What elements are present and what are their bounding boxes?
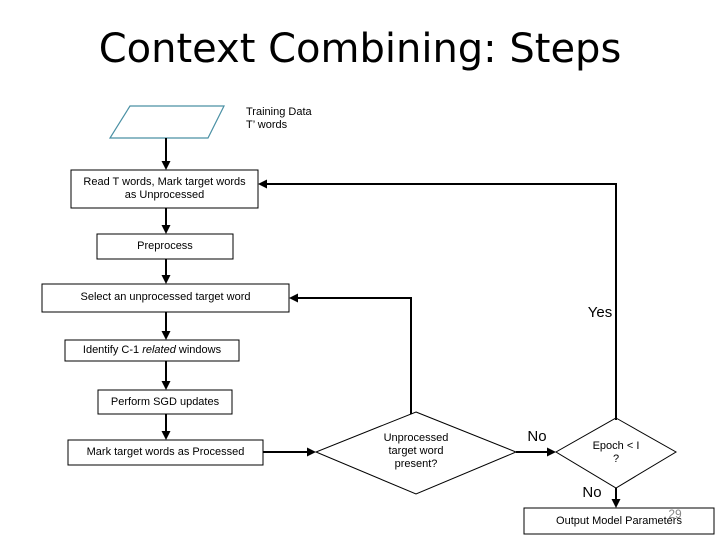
training-data-label: Training Data T’ words (246, 106, 312, 132)
select-word-box (41, 283, 290, 313)
arrow-epoch-loop-to-read (258, 179, 617, 420)
sgd-updates-box (97, 389, 233, 415)
mark-processed-box (67, 439, 264, 466)
decision1-line3: present? (394, 458, 438, 470)
no-label-2: No (582, 484, 602, 501)
epoch-decision-label: Epoch < I ? (576, 440, 656, 466)
identify-windows-box (64, 339, 240, 362)
identify-pre-text: Identify C-1 (82, 344, 143, 356)
preprocess-label: Preprocess (137, 240, 193, 252)
identify-windows-label: Identify C-1 related windows (65, 340, 239, 361)
identify-post-text: windows (175, 344, 222, 356)
training-data-line1: Training Data (246, 106, 312, 118)
read-words-label: Read T words, Mark target words as Unpro… (71, 170, 258, 208)
read-words-line2: as Unprocessed (124, 189, 205, 201)
output-box (523, 507, 715, 535)
decision1-line2: target word (388, 445, 444, 457)
slide-title: Context Combining: Steps (98, 26, 622, 72)
select-word-label: Select an unprocessed target word (80, 291, 251, 303)
arrow-yes-loop-to-select (289, 293, 412, 414)
unprocessed-decision-label: Unprocessed target word present? (366, 432, 466, 471)
unprocessed-decision-diamond (314, 411, 518, 495)
training-data-parallelogram (108, 105, 225, 139)
page-number: 29 (668, 507, 682, 521)
yes-label: Yes (587, 304, 613, 321)
sgd-updates-label: Perform SGD updates (110, 395, 220, 408)
training-data-line2: T’ words (246, 119, 288, 131)
output-label: Output Model Parameters (556, 514, 682, 527)
read-words-box (70, 169, 259, 209)
read-words-line1: Read T words, Mark target words (83, 176, 246, 188)
decision2-line2: ? (612, 453, 620, 465)
decision1-line1: Unprocessed (383, 432, 449, 444)
mark-processed-label: Mark target words as Processed (86, 446, 245, 458)
preprocess-box (96, 233, 234, 260)
no-label-1: No (527, 428, 547, 445)
decision2-line1: Epoch < I (592, 440, 640, 452)
identify-em-text: related (142, 344, 176, 356)
